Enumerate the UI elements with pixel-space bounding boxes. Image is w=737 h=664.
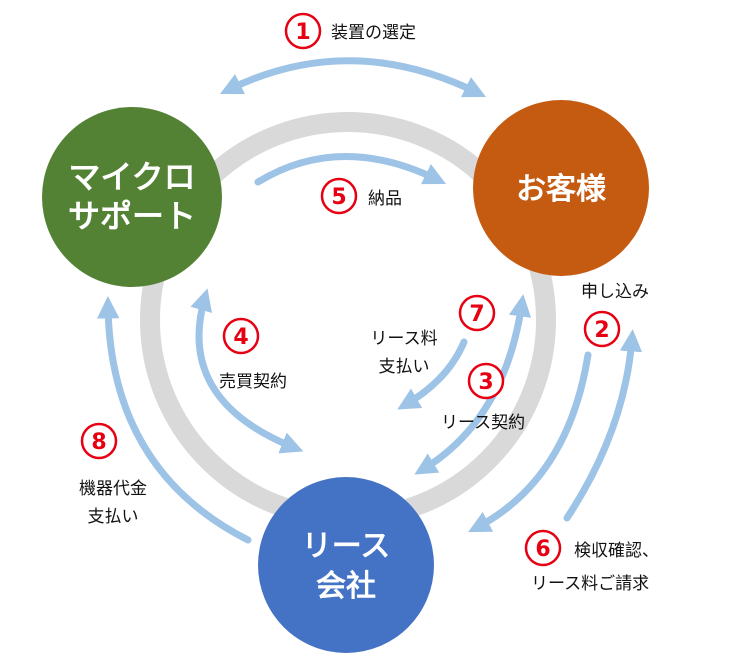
node-customer-circle [473,100,649,276]
step-4-number: 4 [233,325,248,350]
step-8-label-line2: 支払い [88,507,139,527]
arrow-2-application [468,351,592,533]
step-5-badge [320,177,358,215]
node-customer: お客様 [473,100,649,276]
step-6-label-line1: 検収確認、 [574,541,659,561]
step-1: 1 装置の選定 [284,12,416,50]
step-2: 申し込み 2 [581,282,649,348]
step-5: 5 納品 [320,177,402,215]
step-4-badge [222,317,260,355]
arrows [96,57,643,544]
step-4: 4 売買契約 [219,317,287,392]
step-2-number: 2 [594,318,609,343]
step-2-badge [583,310,621,348]
step-7: 7 リース料 支払い [370,294,496,377]
step-1-number: 1 [295,20,310,45]
node-lease-company: リース 会社 [258,477,434,653]
step-7-badge [458,294,496,332]
step-8-label-line1: 機器代金 [79,479,147,499]
step-8: 8 機器代金 支払い [79,422,147,527]
step-2-label: 申し込み [581,282,649,302]
step-6-label-line2: リース料ご請求 [531,574,649,594]
step-5-label: 納品 [368,189,402,209]
node-customer-line1: お客様 [516,172,607,207]
arrow-6-inspection-billing [563,329,643,522]
node-lease-line1: リース [302,529,391,564]
step-5-number: 5 [331,185,346,210]
step-3-label: リース契約 [441,413,525,433]
step-1-badge [284,12,322,50]
step-6-number: 6 [535,537,550,562]
step-8-number: 8 [91,430,106,455]
node-micro-circle [42,107,222,287]
arrow-4-sales-contract [190,288,304,454]
step-7-number: 7 [469,302,484,327]
node-lease-line2: 会社 [316,569,376,604]
arrow-8-equipment-payment [96,296,252,544]
step-3-badge [467,362,505,400]
arrow-3-lease-contract [414,294,532,475]
node-micro-support: マイクロ サポート [42,107,222,287]
step-1-label: 装置の選定 [331,23,416,43]
step-6: 6 検収確認、 リース料ご請求 [524,529,659,594]
step-6-badge [524,529,562,567]
step-3: 3 リース契約 [441,362,525,433]
step-4-label: 売買契約 [219,372,287,392]
arrow-5-delivery [254,153,447,186]
node-micro-line2: サポート [68,197,196,235]
step-3-number: 3 [478,370,493,395]
step-7-label-line1: リース料 [370,329,437,349]
arrow-1-select [219,57,487,98]
step-8-badge [80,422,118,460]
node-lease-circle [258,477,434,653]
node-micro-line1: マイクロ [68,158,195,196]
step-7-label-line2: 支払い [379,357,430,377]
